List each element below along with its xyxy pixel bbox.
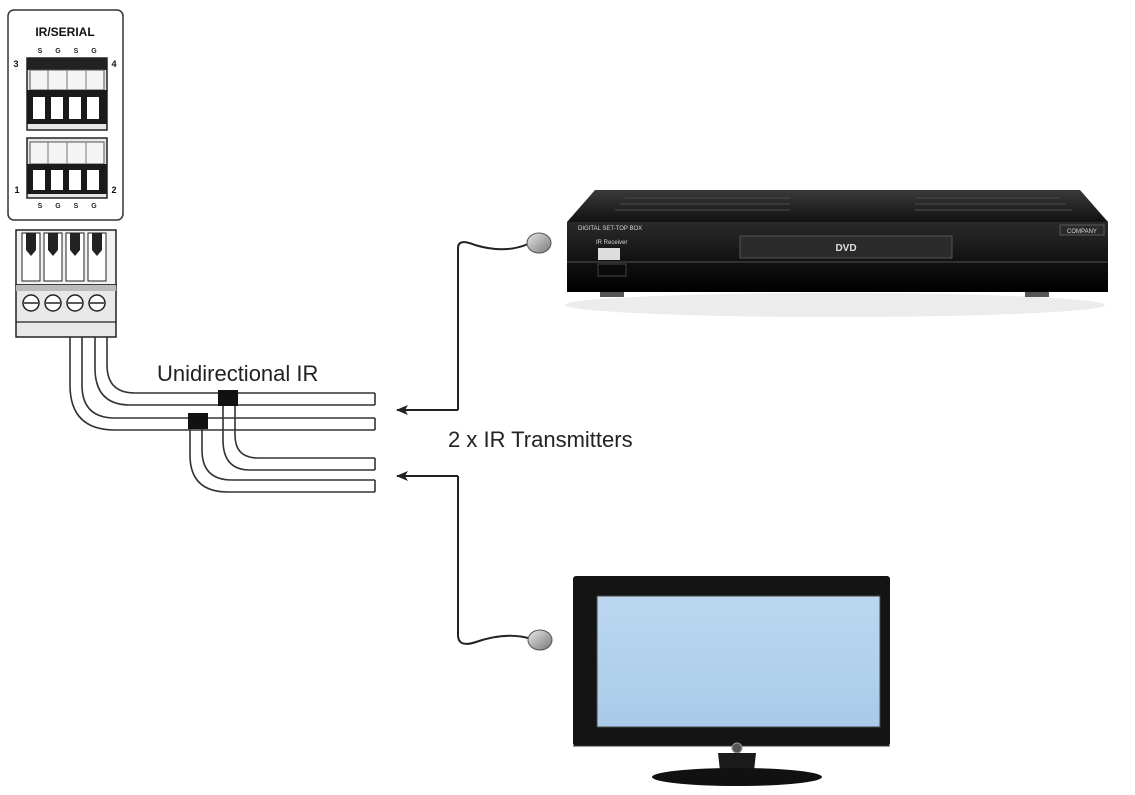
pin-label: G	[55, 48, 61, 55]
pin-label: G	[91, 203, 97, 210]
terminal-plug	[15, 229, 117, 338]
pin-label: S	[74, 48, 79, 55]
brand-plate	[1059, 224, 1105, 236]
front-button	[597, 263, 627, 277]
ir-emitter-bulb	[526, 232, 552, 254]
ir-wires	[69, 337, 376, 493]
terminal-block-bottom	[26, 137, 108, 199]
panel-title: IR/SERIAL	[35, 25, 94, 39]
ir-serial-panel: IR/SERIAL S G S G 3 4	[7, 9, 124, 221]
tv-stand-base	[652, 768, 822, 786]
wire-clip	[188, 413, 208, 429]
tv-screen	[596, 595, 881, 728]
tv-monitor	[573, 576, 890, 786]
pin-label: G	[55, 203, 61, 210]
emitter-cable-dvd	[396, 232, 552, 415]
terminal-block-top	[26, 57, 108, 131]
unidirectional-ir-label: Unidirectional IR	[157, 361, 318, 386]
dvd-display-text: DVD	[835, 243, 856, 254]
emitter-cable-tv	[396, 471, 553, 651]
tv-stand-neck	[718, 753, 756, 771]
dvd-brand-text: COMPANY	[1067, 229, 1097, 235]
ir-emitter-bulb	[527, 629, 553, 651]
terminal-screws	[22, 294, 106, 312]
front-display	[739, 235, 953, 259]
tv-power-button	[731, 742, 743, 754]
pin-label: G	[91, 48, 97, 55]
bottom-pin-labels: S G S G	[38, 203, 98, 210]
port-number: 3	[13, 59, 18, 69]
port-number: 4	[111, 59, 116, 69]
pin-label: S	[38, 203, 43, 210]
dvd-model-text: DIGITAL SET-TOP BOX	[578, 226, 642, 232]
top-pin-labels: S G S G	[38, 48, 98, 55]
pin-label: S	[74, 203, 79, 210]
pin-label: S	[38, 48, 43, 55]
port-number: 2	[111, 185, 116, 195]
ir-receiver-label: IR Receiver	[596, 240, 627, 246]
dvd-player: DIGITAL SET-TOP BOX IR Receiver DVD COMP…	[565, 190, 1108, 317]
ir-transmitters-label: 2 x IR Transmitters	[448, 427, 633, 452]
dvd-foot	[1025, 292, 1049, 297]
dvd-foot	[600, 292, 624, 297]
port-number: 1	[14, 185, 19, 195]
vent-grille	[615, 197, 1072, 211]
wire-clip	[218, 390, 238, 406]
ir-receiver-window	[598, 248, 620, 260]
